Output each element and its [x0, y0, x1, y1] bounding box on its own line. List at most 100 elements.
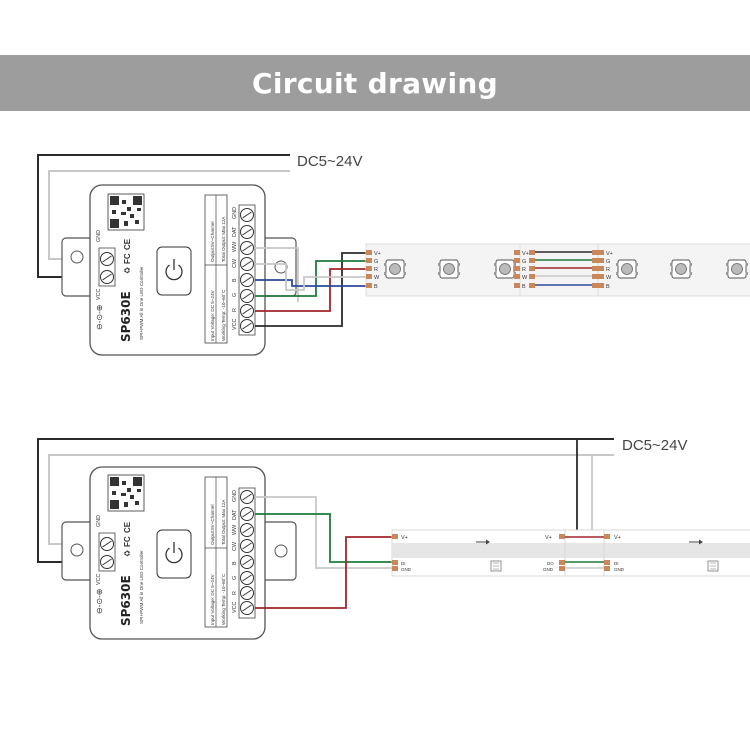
- qr-code-icon: [107, 193, 145, 231]
- page-title: Circuit drawing: [252, 66, 498, 100]
- spec-total-output: Total Output: Max 12A: [221, 499, 226, 545]
- wire-b-blue: [255, 279, 370, 287]
- led-chip-icon: [725, 259, 749, 279]
- screw-terminal-icon: [100, 252, 114, 266]
- ic-chip-icon: [707, 560, 719, 572]
- ce-mark: CE: [123, 521, 132, 533]
- pad-label-vplus: V+: [522, 251, 529, 257]
- pad-label-r: R: [522, 267, 526, 273]
- diagram-1: DC5~24V: [37, 153, 750, 356]
- controller: GND VCC ⊖-⊙-⊕ CE FC ♻ SP630E SPI+PWM All…: [61, 184, 297, 356]
- power-label: DC5~24V: [622, 437, 687, 454]
- led-chip-icon: [383, 259, 407, 279]
- terminal-label-g: G: [232, 293, 238, 297]
- ce-mark: CE: [123, 238, 132, 250]
- pad-label-b: B: [606, 284, 610, 290]
- screw-terminal-icon: [240, 273, 254, 287]
- input-terminal-label-gnd: GND: [96, 515, 102, 527]
- terminal-label-r: R: [232, 308, 238, 312]
- screw-terminal-icon: [100, 270, 114, 284]
- terminal-label-cw: CW: [232, 258, 238, 268]
- mount-hole-icon: [70, 250, 84, 264]
- pad-label-b: B: [522, 284, 526, 290]
- spec-box: [204, 476, 228, 628]
- terminal-label-dat: DAT: [232, 509, 238, 520]
- pad-label-do: DO: [547, 561, 554, 566]
- power-button-icon[interactable]: [156, 246, 192, 296]
- wire-dat-green: [255, 513, 395, 563]
- arrow-right-icon: [689, 539, 703, 545]
- wire-r-red: [255, 268, 370, 312]
- input-terminal-label-vcc: VCC: [96, 289, 102, 300]
- fcc-mark: FC: [123, 536, 132, 547]
- screw-terminal-icon: [240, 539, 254, 553]
- wire-vplus-black: [565, 439, 578, 538]
- model-name: SP630E: [119, 575, 133, 626]
- terminal-label-cw: CW: [232, 541, 238, 551]
- terminal-label-b: B: [232, 278, 238, 282]
- input-terminal: [98, 247, 116, 287]
- screw-terminal-icon: [240, 523, 254, 537]
- screw-terminal-icon: [240, 555, 254, 569]
- screw-terminal-icon: [240, 601, 254, 615]
- wire-vplus-red: [255, 536, 395, 609]
- terminal-label-r: R: [232, 591, 238, 595]
- pad-label-r: R: [374, 267, 378, 273]
- terminal-label-vcc: VCC: [232, 602, 238, 613]
- arrow-right-icon: [476, 539, 490, 545]
- pad-label-di: DI: [401, 561, 406, 566]
- screw-terminal-icon: [100, 555, 114, 569]
- ic-chip-icon: [490, 560, 502, 572]
- screw-terminal-icon: [240, 490, 254, 504]
- screw-terminal-icon: [240, 241, 254, 255]
- screw-terminal-icon: [240, 319, 254, 333]
- led-strip-rgbw: V+ G R W B V+ G R W B V+ G R W B: [365, 243, 750, 297]
- led-chip-icon: [493, 259, 517, 279]
- spec-input-voltage: Input Voltage: DC 5~24V: [210, 573, 215, 625]
- spec-working-temp: Working Temp: -10~60°C: [221, 573, 226, 625]
- led-chip-icon: [437, 259, 461, 279]
- input-terminal: [98, 532, 116, 572]
- spec-working-temp: Working Temp: -10~60°C: [221, 289, 226, 341]
- pad-label-vplus: V+: [606, 251, 613, 257]
- recycle-icon: ♻: [123, 267, 132, 274]
- qr-code-icon: [107, 474, 145, 512]
- pad-label-gnd: GND: [543, 567, 554, 572]
- wire-gnd-gray: [255, 496, 395, 569]
- terminal-label-gnd: GND: [232, 490, 238, 502]
- led-chip-icon: [669, 259, 693, 279]
- screw-terminal-icon: [240, 225, 254, 239]
- pad-label-w: W: [606, 275, 612, 281]
- dc-polarity-icon: ⊖-⊙-⊕: [95, 589, 104, 614]
- pad-label-g: G: [522, 259, 526, 265]
- screw-terminal-icon: [100, 537, 114, 551]
- pad-label-g: G: [374, 259, 378, 265]
- terminal-label-b: B: [232, 561, 238, 565]
- diagram-2: DC5~24V: [37, 437, 750, 640]
- terminal-label-dat: DAT: [232, 226, 238, 237]
- output-terminal: [238, 204, 256, 336]
- power-label: DC5~24V: [297, 153, 362, 170]
- pad-label-r: R: [606, 267, 610, 273]
- screw-terminal-icon: [240, 257, 254, 271]
- terminal-label-ww: WW: [232, 524, 238, 535]
- cob-strip: V+ DI GND V+ DO GND V+ DI GND: [391, 529, 750, 577]
- terminal-label-g: G: [232, 576, 238, 580]
- led-chip-icon: [615, 259, 639, 279]
- controller: GND VCC ⊖-⊙-⊕ CE FC ♻ SP630E SPI+PWM All…: [61, 466, 297, 640]
- model-subtitle: SPI+PWM All in One LED Controller: [139, 266, 144, 340]
- model-subtitle: SPI+PWM All in One LED Controller: [139, 550, 144, 624]
- input-terminal-label-gnd: GND: [96, 230, 102, 242]
- pad-label-gnd: GND: [614, 567, 625, 572]
- power-button-icon[interactable]: [156, 529, 192, 579]
- fcc-mark: FC: [123, 253, 132, 264]
- wire-ww-gray: [255, 247, 299, 302]
- wire-g-green: [255, 260, 370, 297]
- pad-label-w: W: [374, 275, 380, 281]
- pad-label-vplus: V+: [614, 535, 621, 541]
- screw-terminal-icon: [240, 208, 254, 222]
- header-banner: Circuit drawing: [0, 55, 750, 111]
- terminal-label-vcc: VCC: [232, 319, 238, 330]
- pad-label-g: G: [606, 259, 610, 265]
